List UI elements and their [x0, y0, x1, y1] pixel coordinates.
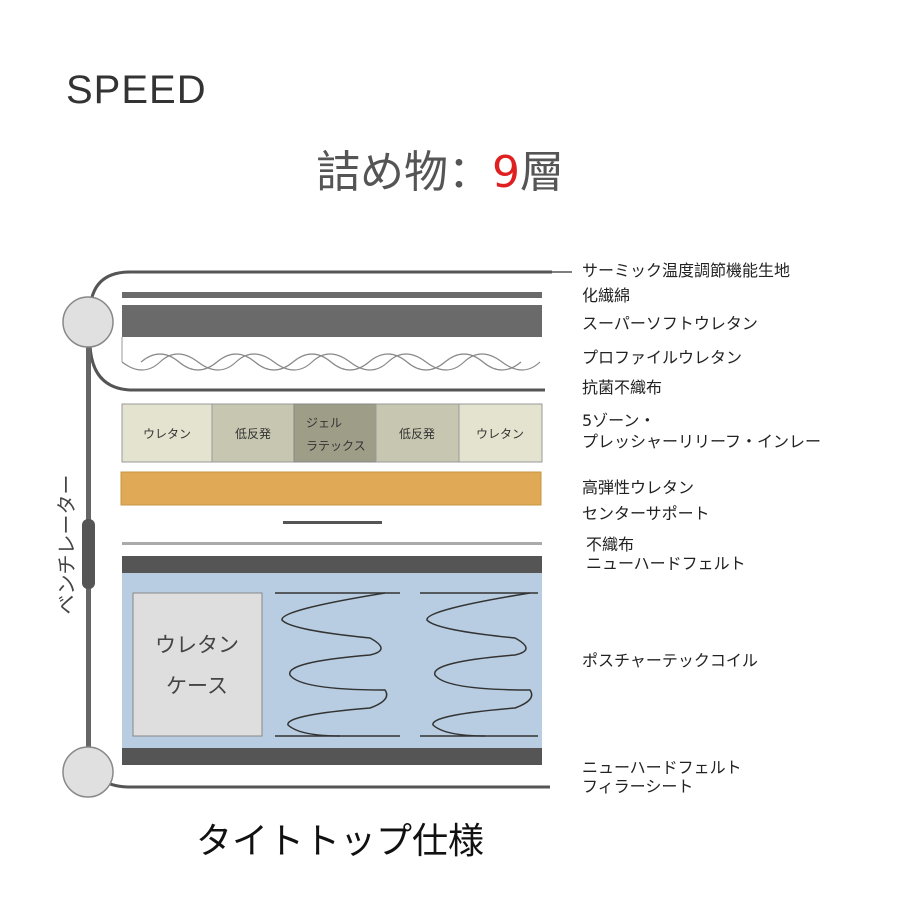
layer-label: プレッシャーリリーフ・インレー — [582, 432, 822, 451]
brand-name: SPEED — [66, 68, 207, 112]
layer-label: 抗菌不織布 — [582, 378, 663, 397]
layer-fiber-fill — [122, 292, 542, 298]
layer-high-resilience-urethane — [120, 471, 542, 506]
five-zone-inlay: ウレタン 低反発 ジェル ラテックス 低反発 ウレタン — [121, 403, 543, 463]
layer-label: ニューハードフェルト — [582, 758, 742, 777]
layer-label: 高弾性ウレタン — [582, 478, 695, 497]
ventilator-bottom-knob — [62, 746, 114, 798]
layer-label: サーミック温度調節機能生地 — [582, 261, 791, 280]
layer-label: 5ゾーン・ — [582, 411, 656, 430]
layer-super-soft-urethane — [122, 305, 542, 337]
layer-nonwoven — [122, 542, 542, 545]
title-suffix: 層 — [520, 147, 564, 198]
zone-label: ウレタン — [476, 427, 524, 441]
layer-label: プロファイルウレタン — [582, 348, 743, 367]
center-support — [283, 521, 382, 524]
layer-label: 不織布 — [586, 535, 635, 554]
profile-waves — [121, 353, 541, 371]
layer-label: ポスチャーテックコイル — [582, 651, 758, 670]
ventilator-label: ベンチレーター — [54, 474, 79, 615]
layer-label: スーパーソフトウレタン — [582, 314, 758, 333]
zone-label: ジェル — [306, 416, 342, 430]
title-prefix: 詰め物： — [316, 147, 492, 198]
case-label: ウレタン — [155, 633, 239, 657]
layer-count: 9 — [492, 147, 520, 198]
layer-hard-felt-bottom — [122, 748, 542, 765]
layer-label: フィラーシート — [582, 777, 694, 796]
zone-label: ウレタン — [143, 427, 191, 441]
ventilator-top-knob — [62, 296, 114, 348]
zone-label: ラテックス — [306, 439, 366, 453]
layer-label: 化繊綿 — [582, 286, 631, 305]
layer-label: センターサポート — [582, 504, 710, 523]
layer-label: ニューハードフェルト — [586, 554, 746, 573]
urethane-case — [132, 592, 263, 737]
page-title: 詰め物：9層 — [316, 136, 564, 200]
ventilator-grip — [82, 519, 95, 589]
zone-label: 低反発 — [399, 427, 435, 441]
footer-caption: タイトトップ仕様 — [196, 821, 485, 862]
filler-sheet — [98, 776, 550, 789]
coil-springs — [275, 592, 538, 737]
layer-hard-felt-top — [122, 556, 542, 573]
case-label: ケース — [166, 674, 228, 698]
zone-label: 低反発 — [235, 427, 271, 441]
